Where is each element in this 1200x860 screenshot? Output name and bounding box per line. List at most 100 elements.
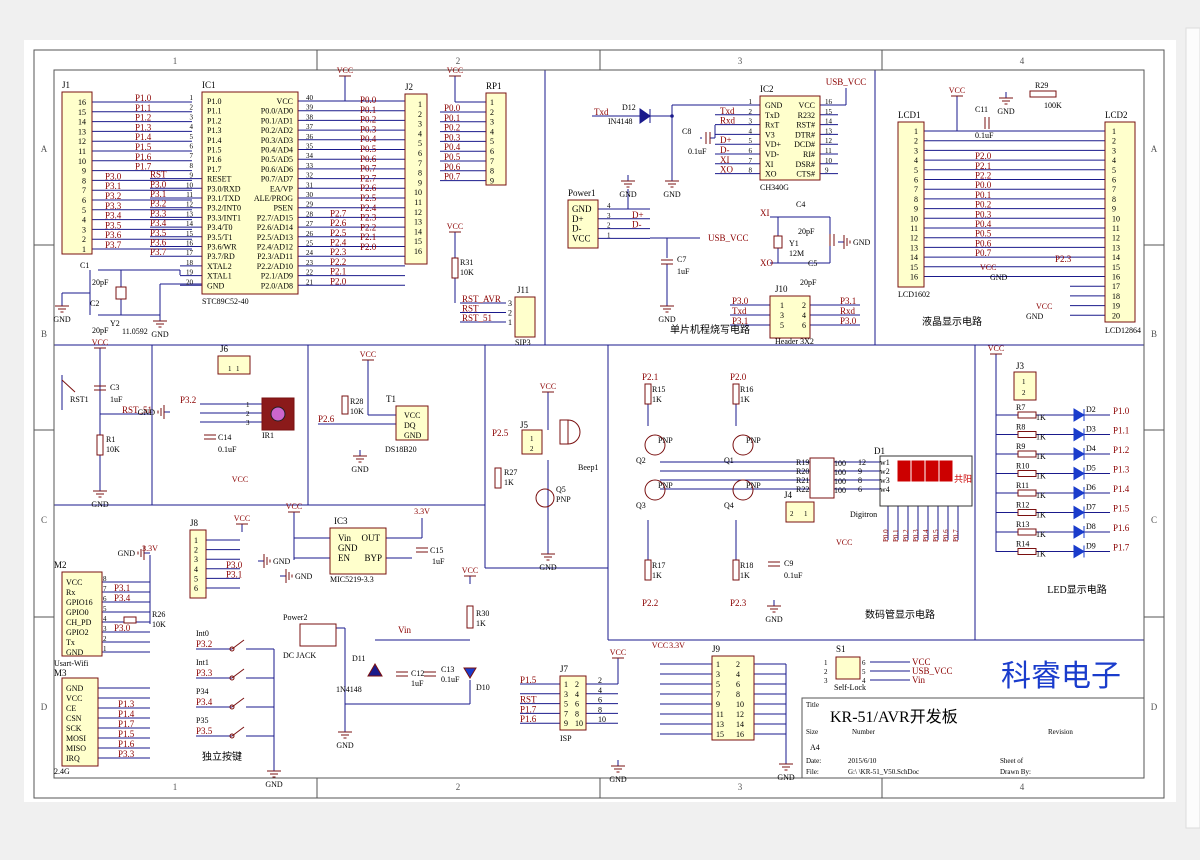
ic1-pin-num: 31 (306, 181, 314, 189)
net-label: P0.0 (360, 95, 377, 105)
m3-pin-name: CE (66, 704, 76, 713)
net-label: P3.5 (105, 220, 122, 230)
j2-pin: 16 (414, 247, 422, 256)
net-label: P2.5 (330, 228, 347, 238)
seg-q-type: PNP (746, 436, 761, 445)
m3-body (61, 677, 99, 767)
seg-resistor-array (809, 457, 835, 499)
m2-pin-num: 2 (103, 635, 107, 643)
net-label: P2.1 (975, 161, 991, 171)
vcc-label: VCC (836, 538, 852, 547)
led-diode (1073, 466, 1085, 481)
r1-value: 10K (106, 445, 120, 454)
j11-pin: 2 (508, 309, 512, 318)
ic2-pin-num: 4 (749, 127, 753, 135)
ds18b20-body (395, 405, 429, 441)
j7-pin-num: 2 (598, 676, 602, 685)
c2-ref: C2 (90, 299, 99, 308)
diode-d12 (639, 108, 651, 124)
ic2-pin-name: V3 (765, 130, 775, 139)
net-label: D+ (632, 210, 644, 220)
frame-row-label: D (41, 702, 48, 712)
gnd-label: GND (118, 549, 136, 558)
frame-col-label: 2 (456, 56, 461, 66)
lcd2-pin: 7 (1112, 185, 1116, 194)
j1-pin: 14 (78, 118, 86, 127)
j7-pin: 8 (575, 709, 579, 718)
frame-col-label: 3 (738, 782, 743, 792)
lcd2-pin: 10 (1112, 214, 1120, 223)
j7-pin: 5 (564, 700, 568, 709)
rp1-pin: 4 (490, 127, 494, 136)
resistor (644, 383, 652, 405)
j2-pin: 2 (418, 110, 422, 119)
led-r-value: 1K (1036, 511, 1046, 520)
ic2-pin-num: 5 (749, 137, 753, 145)
ic1-ref: IC1 (202, 80, 216, 90)
r31 (451, 257, 459, 279)
seg-rb-value: 100 (834, 477, 846, 486)
j1-pin: 2 (82, 235, 86, 244)
j9-pin: 5 (716, 680, 720, 689)
power-label: VCC (234, 514, 250, 523)
j9-pin: 15 (716, 730, 724, 739)
seg-rb-ref: R19 (796, 458, 809, 467)
j4-pin: 2 (790, 510, 794, 518)
j1-pin: 4 (82, 216, 86, 225)
led-r-ref: R8 (1016, 423, 1025, 432)
net-label: P1.5 (1113, 504, 1130, 514)
j2-pin: 4 (418, 129, 422, 138)
j10-body (769, 295, 811, 339)
ic1-pin-num: 24 (306, 249, 314, 257)
ic2-pin-num: 9 (825, 167, 829, 175)
j10-part: Header 3X2 (775, 337, 814, 346)
ic1-pin-num: 36 (306, 133, 314, 141)
m2-pin-name: GPIO0 (66, 608, 89, 617)
j7-pin: 1 (564, 680, 568, 689)
power1-pin-num: 4 (607, 202, 611, 210)
seg-rb-ref: R20 (796, 467, 809, 476)
transistor-pnp (732, 479, 754, 501)
lcd1-pin: 3 (914, 146, 918, 155)
ic1-pin-num: 22 (306, 269, 314, 277)
j7-pin: 6 (575, 700, 579, 709)
lcd1-part: LCD1602 (898, 290, 930, 299)
ic1-pin-name: P0.6/AD6 (261, 165, 293, 174)
resistor (1017, 528, 1037, 536)
ic1-pin-name: P2.1/AD9 (261, 272, 293, 281)
j9-pin: 9 (716, 700, 720, 709)
net-label: P1.0 (1113, 406, 1130, 416)
gnd-label: GND (273, 557, 291, 566)
vcc-label: VCC (980, 263, 996, 272)
net-label: P1.4 (135, 132, 152, 142)
sheet-label: Sheet of (1000, 757, 1024, 765)
j7-part: ISP (560, 734, 572, 743)
ds18b20-pin: DQ (404, 421, 416, 430)
ic1-pin-num: 32 (306, 172, 314, 180)
j9-ref: J9 (712, 644, 721, 654)
gnd-label: GND (295, 572, 313, 581)
j4-body (785, 501, 815, 523)
seg-rb-ref: R21 (796, 476, 809, 485)
m2-part: Usart-Wifi (54, 659, 89, 668)
rst1-ref: RST1 (70, 395, 89, 404)
power-label: VCC (447, 66, 463, 75)
net-label: Rxd (840, 306, 856, 316)
junction (670, 114, 674, 118)
ic2-pin-num: 8 (749, 167, 753, 175)
ic1-pin-num: 38 (306, 113, 314, 121)
power-33-label: 3.3V (414, 507, 430, 516)
rp1-pin: 8 (490, 167, 494, 176)
net-label: P1.6 (135, 152, 152, 162)
net-label: P2.1 (360, 232, 376, 242)
lcd2-pin: 14 (1112, 253, 1120, 262)
net-label: P2.3 (330, 247, 347, 257)
lcd1-pin: 5 (914, 166, 918, 175)
gnd-label: GND (336, 741, 354, 750)
j7-pin-num: 6 (598, 696, 602, 705)
dc-jack (299, 623, 337, 647)
gnd-label: GND (619, 190, 637, 199)
c5-ref: C5 (808, 259, 817, 268)
rp1-pin: 6 (490, 147, 494, 156)
ic1-pin-num: 23 (306, 259, 314, 267)
